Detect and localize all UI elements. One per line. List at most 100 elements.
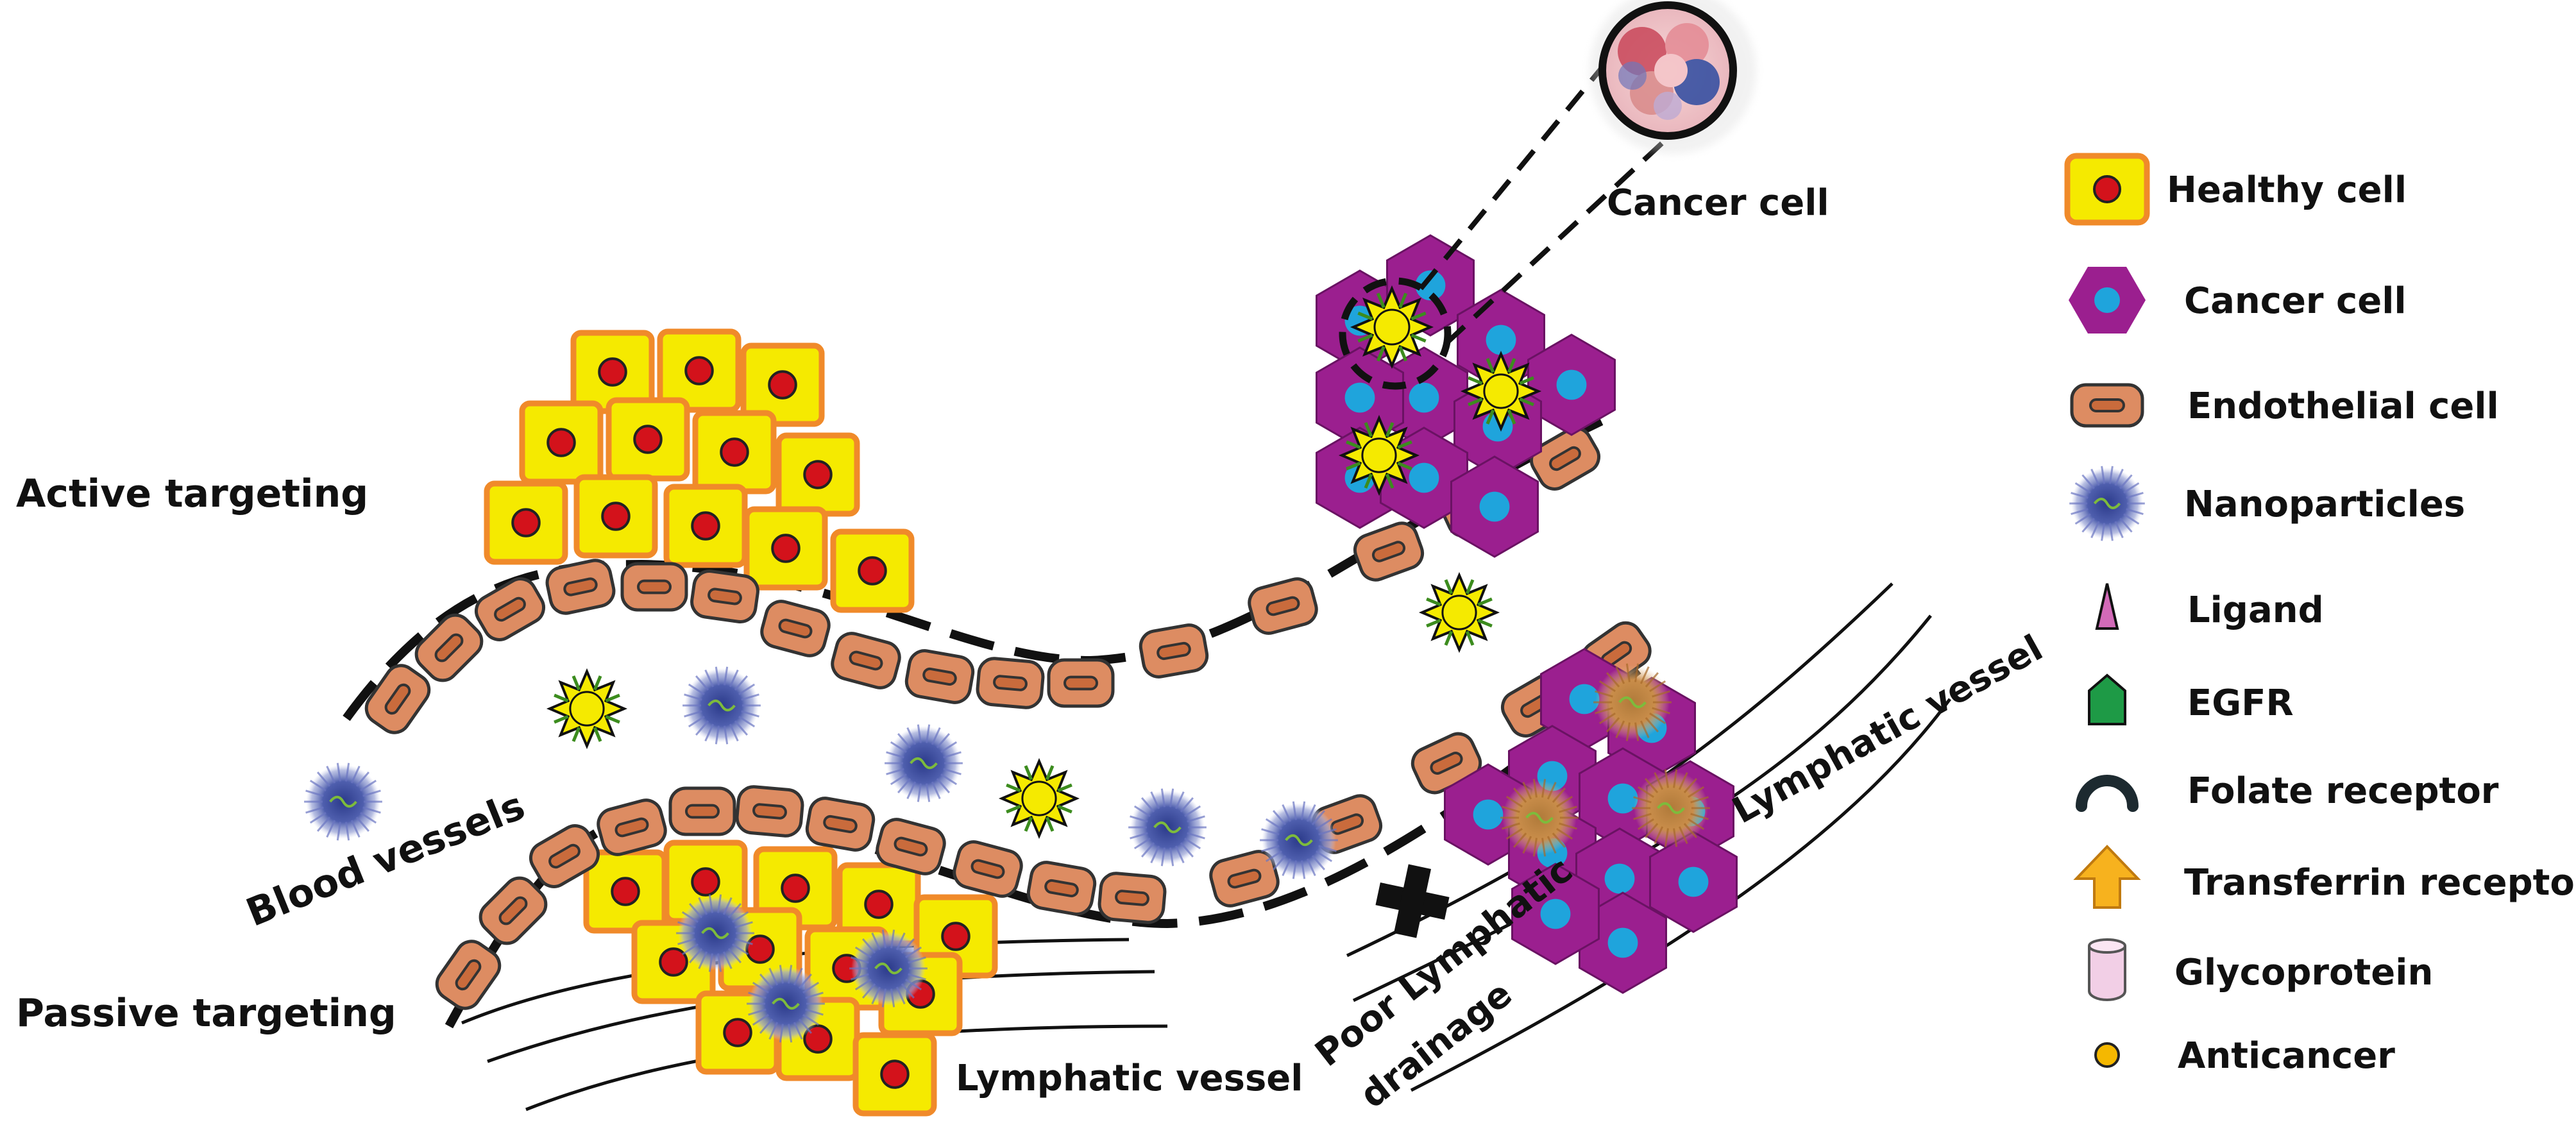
lymphatic-vessel-line [1410,698,1952,1092]
passive-targeting-label: Passive targeting [16,991,396,1036]
nanoparticle-icon [304,763,382,841]
endothelial-cell [1209,850,1280,908]
active-targeting-label: Active targeting [16,471,368,516]
anticancer-star-icon [546,668,628,750]
nanoparticle-icon [1632,769,1710,847]
cancer-cell [1579,891,1667,994]
endothelial-cell [690,569,759,624]
nanoparticles-layer [304,663,1710,1043]
legend-label: Anticancer [2178,1035,2395,1077]
legend-item: Healthy cell [2064,153,2407,226]
ligand-icon [2095,583,2119,630]
endothelial-cell [668,786,736,836]
transferrin-receptor-icon [2073,845,2141,909]
nanoparticle-icon [676,894,754,972]
anticancer-star-icon [1338,414,1420,496]
nanoparticle-icon [885,724,963,802]
healthy-cell [692,410,777,494]
folate-receptor-icon [2076,775,2139,812]
endothelial-cell [953,840,1023,898]
nanoparticle-icon [849,929,928,1008]
cancer-cell-zoom-label: Cancer cell [1607,182,1829,224]
healthy-cell [583,849,668,934]
blocked-drainage-cross-icon [1375,864,1450,938]
endothelial-cell [904,649,975,704]
anticancer-stars-layer [546,285,1542,840]
legend-item: Anticancer [2094,1035,2395,1077]
nanoparticle-icon [1593,663,1672,741]
nanoparticle-icon [1260,801,1338,879]
endothelial-cell [435,940,502,1010]
legend-label: Healthy cell [2167,169,2407,211]
legend-item: Nanoparticles [2069,466,2465,541]
endothelial-cell-icon [2070,383,2144,428]
endothelial-cell [1353,521,1425,582]
anticancer-star-icon [1418,571,1500,654]
endothelial-cell [414,613,484,682]
nanoparticle-icon [682,666,761,745]
endothelial-cell [620,562,688,612]
cancer-zoom-callout [1339,0,1756,390]
legend-label: Transferrin receptor [2184,862,2576,904]
nanoparticle-icon [2069,466,2145,541]
healthy-cell [830,528,915,613]
healthy-cell [519,400,604,485]
glycoprotein-icon [2088,938,2126,1001]
endothelial-cell [479,876,548,945]
zoom-circle [1339,277,1452,390]
anticancer-star-icon [1350,285,1434,369]
endothelial-cell [760,600,831,657]
lymphatic-vessel-label-right: Lymphatic vessel [1725,627,2049,832]
endothelial-cell [474,577,546,641]
endothelial-cell [597,798,667,856]
endothelial-cell [529,824,600,888]
cancer-cell-icon [2069,267,2146,334]
healthy-cell [657,328,741,413]
nanoparticle-icon [747,965,825,1043]
cancer-cell [1511,863,1600,965]
healthy-cell [743,506,828,591]
anticancer-star-icon [1460,350,1542,432]
endothelial-cell [1047,658,1115,708]
lymphatic-vessel-label-bottom: Lymphatic vessel [956,1058,1303,1099]
endothelial-cell [976,657,1045,709]
legend-item: Cancer cell [2069,267,2407,334]
legend-item: Glycoprotein [2088,938,2433,1001]
zoom-line-upper [1418,56,1613,291]
legend-item: EGFR [2088,673,2294,725]
healthy-cell [775,432,860,517]
legend-label: EGFR [2187,682,2294,724]
endothelial-cell [545,559,616,615]
healthy-cell-icon [2064,153,2150,226]
legend-item: Endothelial cell [2070,383,2499,428]
legend-item: Ligand [2095,583,2324,631]
nanoparticle-icon [1500,779,1579,857]
endothelial-cell [735,785,804,838]
legend-label: Cancer cell [2184,280,2407,322]
legend-label: Ligand [2187,589,2324,631]
cancer-cell [1649,831,1738,933]
endothelial-cell [805,797,876,852]
legend-item: Folate receptor [2076,770,2499,812]
endothelial-cell [1139,623,1209,679]
anticancer-star-icon [998,757,1080,840]
healthy-cell [573,474,658,559]
cancer-cell [1450,455,1539,558]
endothelial-cell [1026,861,1097,916]
healthy-cell [740,342,825,427]
legend-label: Glycoprotein [2174,952,2433,993]
nanoparticle-icon [1128,788,1207,866]
endothelial-cell [1097,872,1167,924]
zoom-line-lower [1445,136,1670,345]
egfr-icon [2088,673,2126,725]
healthy-cell [606,397,690,482]
legend-label: Endothelial cell [2187,385,2499,427]
endothelial-cell [831,632,901,689]
endothelial-cells-layer [364,426,1652,1010]
healthy-cell [570,330,655,414]
endothelial-cell [1248,577,1318,635]
healthy-cell [484,480,568,565]
healthy-cell [852,1032,937,1117]
